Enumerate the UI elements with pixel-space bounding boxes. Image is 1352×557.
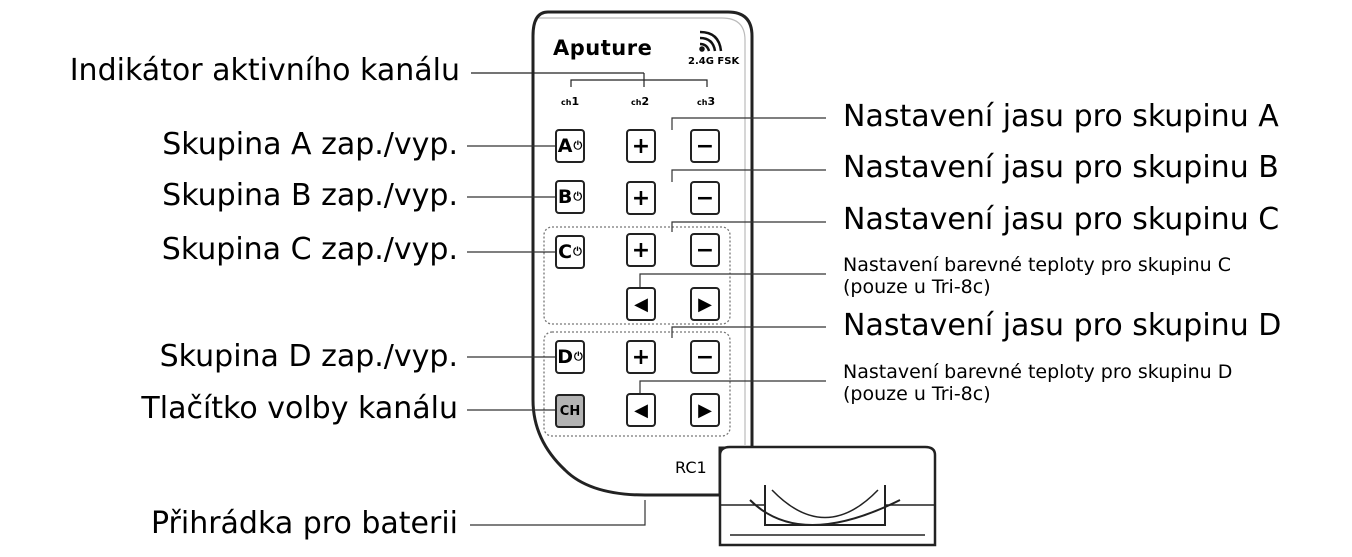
group-d-power-button[interactable]: D⏻ — [555, 340, 585, 374]
group-c-left-arrow-button[interactable]: ◀ — [626, 287, 656, 321]
channel-2-label: ch2 — [631, 95, 650, 108]
label-group-b-power: Skupina B zap./vyp. — [162, 178, 458, 213]
label-channel-select: Tlačítko volby kanálu — [141, 391, 458, 426]
label-group-a-power: Skupina A zap./vyp. — [162, 127, 458, 162]
group-d-right-arrow-button[interactable]: ▶ — [690, 393, 720, 427]
group-c-power-button[interactable]: C⏻ — [555, 235, 585, 269]
group-c-plus-button[interactable]: + — [626, 233, 656, 267]
group-a-plus-button[interactable]: + — [626, 129, 656, 163]
group-d-minus-button[interactable]: − — [690, 340, 720, 374]
label-brightness-group-c: Nastavení jasu pro skupinu C — [843, 202, 1280, 237]
group-b-plus-button[interactable]: + — [626, 181, 656, 215]
wireless-icon — [699, 30, 723, 52]
channel-indicator-lines — [471, 72, 708, 87]
group-a-power-button[interactable]: A⏻ — [555, 129, 585, 163]
model-label: RC1 — [675, 458, 707, 477]
group-d-box — [543, 331, 731, 437]
group-b-power-button[interactable]: B⏻ — [555, 180, 585, 214]
label-group-c-power: Skupina C zap./vyp. — [161, 232, 458, 267]
battery-inset — [718, 445, 937, 547]
label-color-temp-group-d: Nastavení barevné teploty pro skupinu D … — [843, 361, 1233, 405]
group-c-minus-button[interactable]: − — [690, 233, 720, 267]
label-group-d-power: Skupina D zap./vyp. — [159, 339, 458, 374]
frequency-label: 2.4G FSK — [688, 56, 740, 67]
brand-logo: Aputure — [553, 36, 653, 60]
channel-3-label: ch3 — [697, 95, 716, 108]
group-b-minus-button[interactable]: − — [690, 181, 720, 215]
label-channel-indicator: Indikátor aktivního kanálu — [69, 53, 460, 88]
label-battery-compartment: Přihrádka pro baterii — [150, 506, 458, 541]
channel-select-button[interactable]: CH — [555, 394, 585, 428]
group-a-minus-button[interactable]: − — [690, 129, 720, 163]
group-c-box — [543, 226, 731, 325]
label-brightness-group-b: Nastavení jasu pro skupinu B — [843, 150, 1279, 185]
group-d-left-arrow-button[interactable]: ◀ — [626, 393, 656, 427]
label-brightness-group-a: Nastavení jasu pro skupinu A — [843, 99, 1279, 134]
group-d-plus-button[interactable]: + — [626, 340, 656, 374]
label-color-temp-group-c: Nastavení barevné teploty pro skupinu C … — [843, 254, 1231, 298]
left-leader-lines — [467, 145, 555, 411]
group-c-right-arrow-button[interactable]: ▶ — [690, 287, 720, 321]
right-leader-lines — [639, 117, 826, 395]
channel-1-label: ch1 — [561, 95, 580, 108]
label-brightness-group-d: Nastavení jasu pro skupinu D — [843, 308, 1282, 343]
battery-leader — [470, 500, 646, 526]
left-labels: Indikátor aktivního kanálu Skupina A zap… — [0, 0, 470, 557]
